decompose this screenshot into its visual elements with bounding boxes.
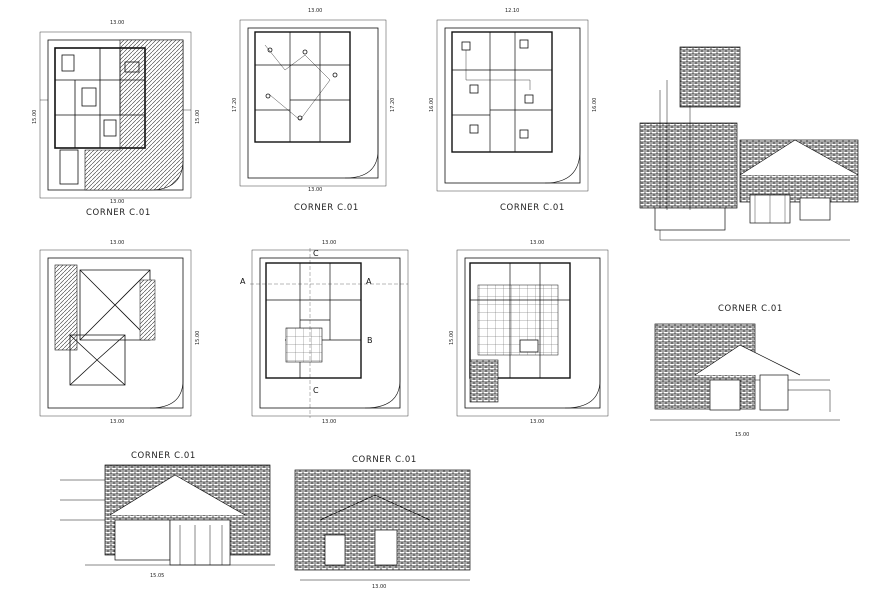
dim-plan3-top: 12.10 [505,8,519,14]
caption-elevation-side: CORNER C.01 [718,304,783,314]
section-mark-b: B [367,336,373,345]
caption-plan-3: CORNER C.01 [500,203,565,213]
dim-plan1-top: 13.00 [110,20,124,26]
section-mark-c-top: C [313,249,319,258]
dim-elev-rear: 13.00 [372,584,386,590]
dim-plan4-side: 15.00 [195,331,201,345]
section-mark-c-bottom: C [313,386,319,395]
caption-plan-1: CORNER C.01 [86,208,151,218]
elevation-side [650,323,840,421]
dim-plan4-bottom: 13.00 [110,419,124,425]
section-markers: A A B C C [240,249,373,395]
dim-plan2-side-r: 17.20 [390,98,396,112]
plan-2-electrical [239,19,387,187]
caption-elevation-front: CORNER C.01 [131,451,196,461]
caption-elevation-rear: CORNER C.01 [352,455,417,465]
caption-plan-2: CORNER C.01 [294,203,359,213]
dim-elev-front: 15.05 [150,573,164,579]
dim-plan1-side-r: 15.00 [195,110,201,124]
plan-6-tiled [456,249,609,417]
plan-5-floor [250,248,409,418]
dim-plan5-top: 13.00 [322,240,336,246]
dim-plan2-top: 13.00 [308,8,322,14]
plan-4-roof [39,249,192,417]
elevation-front [60,464,275,566]
plan-3-lighting [436,19,589,192]
dim-plan5-bottom: 13.00 [322,419,336,425]
plan-1-layout [39,31,192,199]
dim-plan4-top: 13.00 [110,240,124,246]
section-elevation-right [639,46,859,241]
elevation-rear [294,469,471,581]
section-mark-a-left: A [240,277,246,286]
dim-plan6-side: 15.00 [449,331,455,345]
dim-plan6-bottom: 13.00 [530,419,544,425]
dim-plan1-bottom: 13.00 [110,199,124,205]
dim-plan3-side-r: 16.00 [592,98,598,112]
dim-plan2-bottom: 13.00 [308,187,322,193]
dimension-labels: 13.00 13.00 13.00 13.00 12.10 13.00 13.0… [32,8,749,590]
section-mark-a-right: A [366,277,372,286]
dim-plan2-side: 17.20 [232,98,238,112]
dim-elev-side: 15.00 [735,432,749,438]
dim-plan1-side: 15.00 [32,110,38,124]
dim-plan3-side: 16.00 [429,98,435,112]
dim-plan6-top: 13.00 [530,240,544,246]
